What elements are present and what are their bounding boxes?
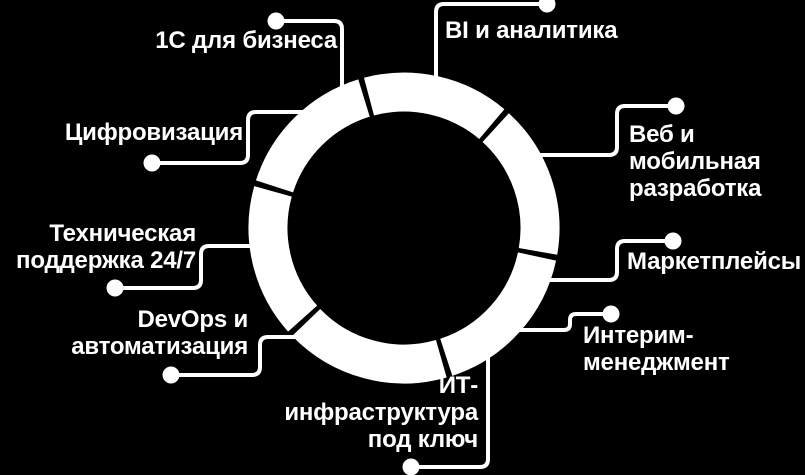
ring-segment-bottom [292, 308, 447, 384]
label-line: BI и аналитика [445, 17, 618, 44]
label-line: DevOps и [137, 306, 248, 333]
label-devops-automation: DevOps и автоматизация [71, 306, 248, 360]
label-line: ИТ- [438, 372, 479, 399]
ring-segment-lower-left [248, 186, 318, 332]
connector-line-devops [171, 335, 303, 377]
label-line: инфраструктура [284, 399, 478, 426]
ring-segment-upper-right [482, 113, 560, 255]
connector-dot-it [402, 458, 420, 475]
label-line: 1С для бизнеса [155, 27, 337, 54]
label-it-infrastructure: ИТ- инфраструктура под ключ [284, 372, 478, 453]
label-line: автоматизация [71, 333, 248, 360]
label-line: менеджмент [583, 349, 730, 376]
label-line: Техническая [49, 220, 196, 247]
connector-line-it [411, 349, 490, 469]
label-line: разработка [629, 175, 762, 202]
label-line: Маркетплейсы [627, 248, 802, 275]
connector-dot-bi [538, 0, 556, 13]
connector-line-interim [511, 312, 611, 332]
label-line: поддержка 24/7 [16, 247, 196, 274]
connector-line-digital [152, 110, 312, 165]
label-web-mobile-dev: Веб и мобильная разработка [629, 121, 761, 202]
label-line: Цифровизация [64, 119, 243, 146]
ring-segment-lower-right [439, 251, 557, 376]
label-line: Веб и [629, 121, 695, 148]
label-interim-management: Интерим- менеджмент [583, 322, 730, 376]
label-line: Интерим- [583, 322, 694, 349]
label-tech-support: Техническая поддержка 24/7 [16, 220, 196, 274]
connector-dot-marketplaces [664, 232, 682, 250]
label-line: под ключ [367, 426, 478, 453]
connector-dot-support [106, 279, 124, 297]
connector-dot-digital [143, 154, 161, 172]
connector-dot-1c [267, 12, 285, 30]
ring-segment-upper-left [255, 79, 371, 193]
connector-line-marketplaces [541, 239, 673, 282]
connector-dot-interim [602, 305, 620, 323]
connector-dot-web [667, 97, 685, 115]
connector-line-bi [434, 2, 547, 92]
label-line: мобильная [629, 148, 761, 175]
label-marketplaces: Маркетплейсы [627, 248, 801, 275]
connector-line-1c [276, 19, 344, 92]
connector-line-support [115, 244, 262, 290]
ring-segment-top [363, 72, 505, 140]
connector-dot-devops [162, 366, 180, 384]
label-bi-analytics: BI и аналитика [445, 17, 618, 44]
label-digitalization: Цифровизация [65, 119, 243, 146]
label-1c-for-business: 1С для бизнеса [155, 27, 337, 54]
connector-line-web [534, 104, 676, 157]
